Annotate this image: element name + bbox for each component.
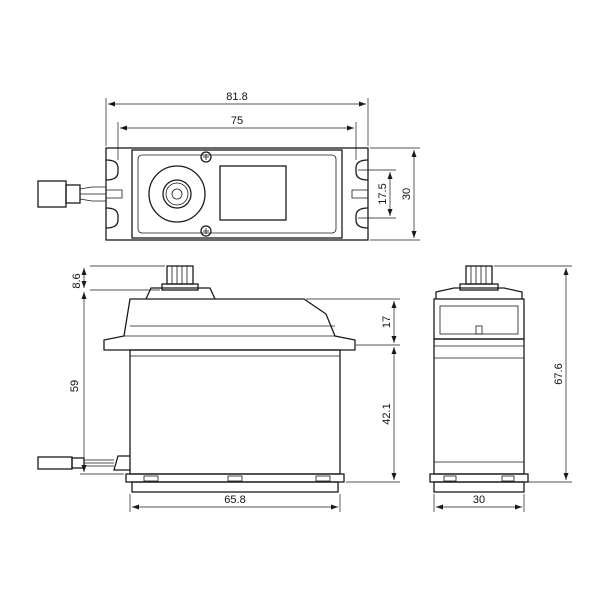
output-dome <box>148 165 206 223</box>
mount-slot-top-right <box>355 159 369 181</box>
side-spline <box>465 265 493 285</box>
side-top-cap <box>435 287 523 299</box>
screw-icon <box>200 151 212 163</box>
side-view <box>429 265 529 493</box>
front-view-dimensions: 8.6 59 17 42.1 65.8 <box>69 265 400 512</box>
screw-icon <box>227 475 243 482</box>
dim-label-65-8: 65.8 <box>224 494 245 506</box>
mount-slot-top-left <box>105 159 119 181</box>
top-case <box>131 149 343 239</box>
mount-notch-left <box>106 189 123 199</box>
dim-label-30-width: 30 <box>473 494 485 506</box>
screw-icon <box>443 475 457 482</box>
servo-cable <box>79 186 106 202</box>
dim-label-17-5: 17.5 <box>377 183 389 204</box>
label-window <box>219 165 287 221</box>
servo-connector <box>37 180 67 208</box>
front-grommet <box>113 455 130 471</box>
front-base <box>131 481 339 493</box>
side-case <box>433 338 525 475</box>
dim-label-17: 17 <box>381 316 393 328</box>
dim-label-30-depth: 30 <box>401 188 413 200</box>
dim-label-8-6: 8.6 <box>71 273 83 288</box>
top-view <box>37 147 369 241</box>
side-flange <box>439 305 519 335</box>
screw-icon <box>143 475 159 482</box>
side-view-dimensions: 67.6 30 <box>433 265 572 512</box>
front-spline <box>166 265 194 285</box>
connector-collar <box>65 184 81 204</box>
output-spline-icon <box>162 179 192 209</box>
screw-icon <box>200 225 212 237</box>
dim-label-59: 59 <box>69 380 81 392</box>
dim-label-42-1: 42.1 <box>381 403 393 424</box>
top-view-dimensions: 81.8 75 17.5 30 <box>105 91 420 241</box>
side-base <box>433 481 525 493</box>
front-cable <box>84 459 114 467</box>
mount-notch-right <box>351 189 368 199</box>
front-upper-housing <box>103 298 356 351</box>
top-flange <box>105 147 369 241</box>
dim-label-81-8: 81.8 <box>226 91 247 103</box>
dim-label-75: 75 <box>231 115 243 127</box>
screw-icon <box>501 475 515 482</box>
front-connector <box>37 456 73 470</box>
dim-label-67-6: 67.6 <box>553 363 565 384</box>
mount-slot-bottom-right <box>355 207 369 229</box>
mount-slot-bottom-left <box>105 207 119 229</box>
top-case-lid <box>137 154 337 234</box>
front-view <box>37 265 356 493</box>
side-upper-housing <box>433 298 525 340</box>
front-top-cap <box>145 287 216 300</box>
screw-icon <box>315 475 331 482</box>
front-case <box>129 349 341 475</box>
